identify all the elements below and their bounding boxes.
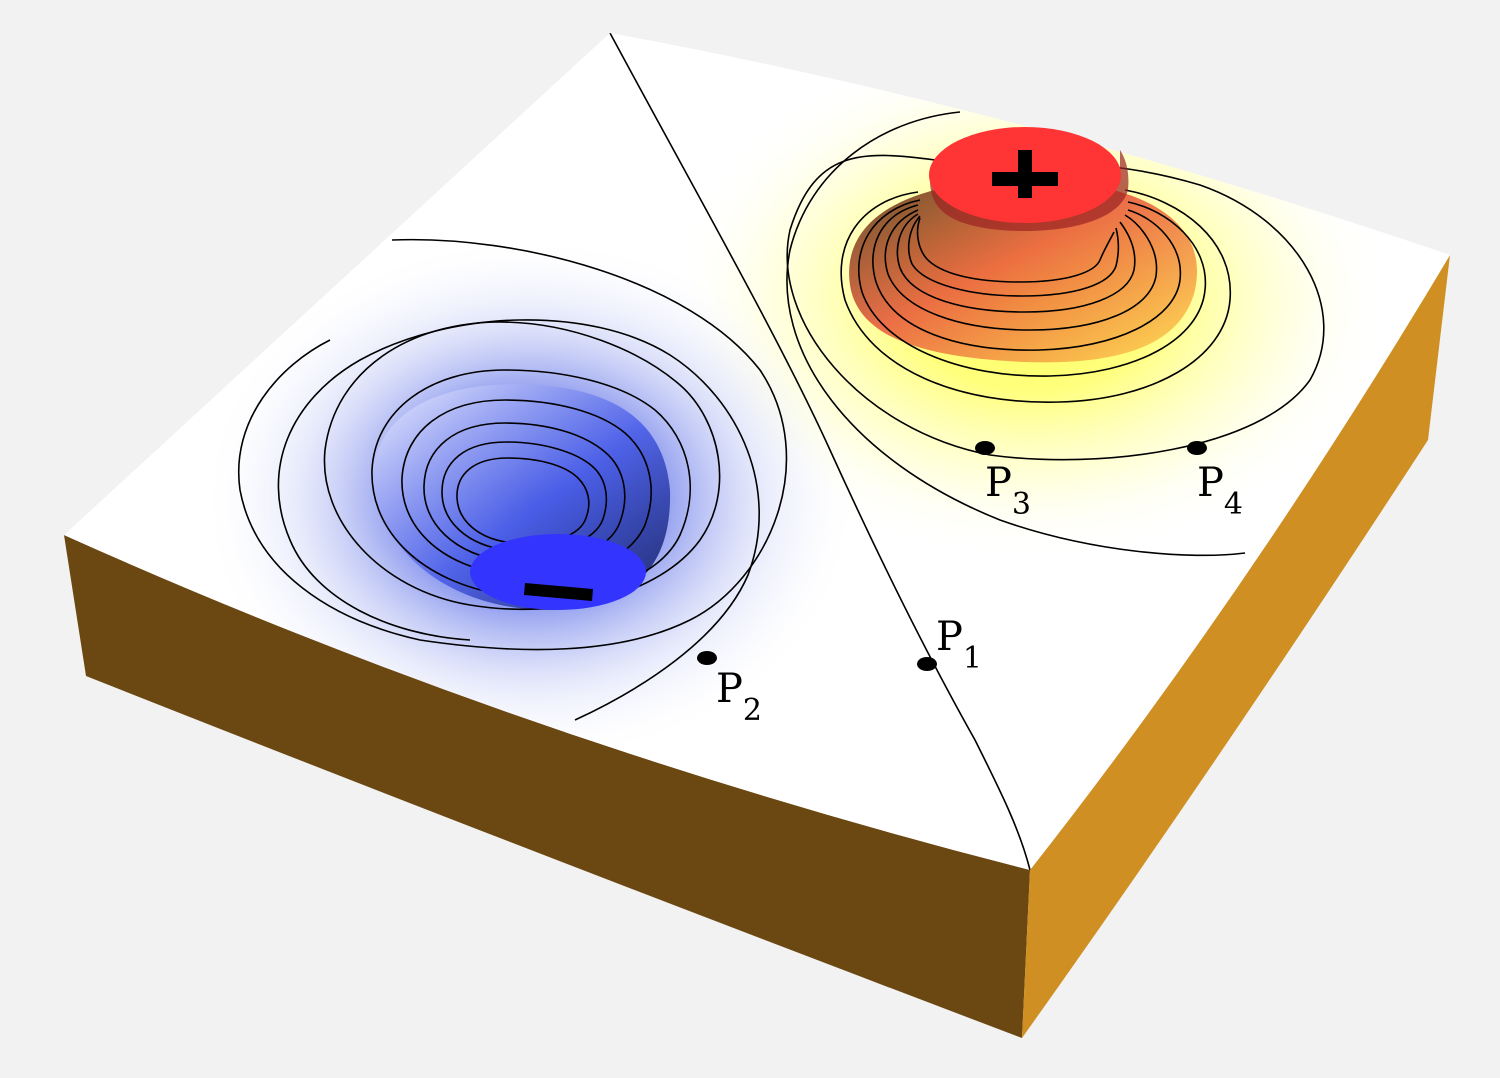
point-p4-marker [1187, 441, 1207, 455]
positive-charge [929, 127, 1129, 232]
positive-equipotential-lines [786, 111, 1325, 557]
plus-sign-icon [992, 150, 1058, 198]
slab-right-side [1022, 255, 1450, 1038]
negative-charge [470, 534, 646, 610]
point-p1-label: P1 [936, 614, 982, 676]
slab-front-side [64, 535, 1030, 1038]
point-markers [697, 441, 1207, 671]
minus-sign-icon [524, 583, 593, 601]
point-p4-label: P4 [1197, 460, 1243, 522]
point-labels: P1 P2 P3 P4 [716, 460, 1243, 728]
point-p1-marker [917, 657, 937, 671]
point-p3-label: P3 [985, 460, 1031, 522]
point-p2-label: P2 [716, 666, 762, 728]
zero-equipotential-line [609, 33, 1031, 870]
point-p3-marker [975, 441, 995, 455]
point-p2-marker [697, 651, 717, 665]
positive-hill [849, 180, 1198, 363]
